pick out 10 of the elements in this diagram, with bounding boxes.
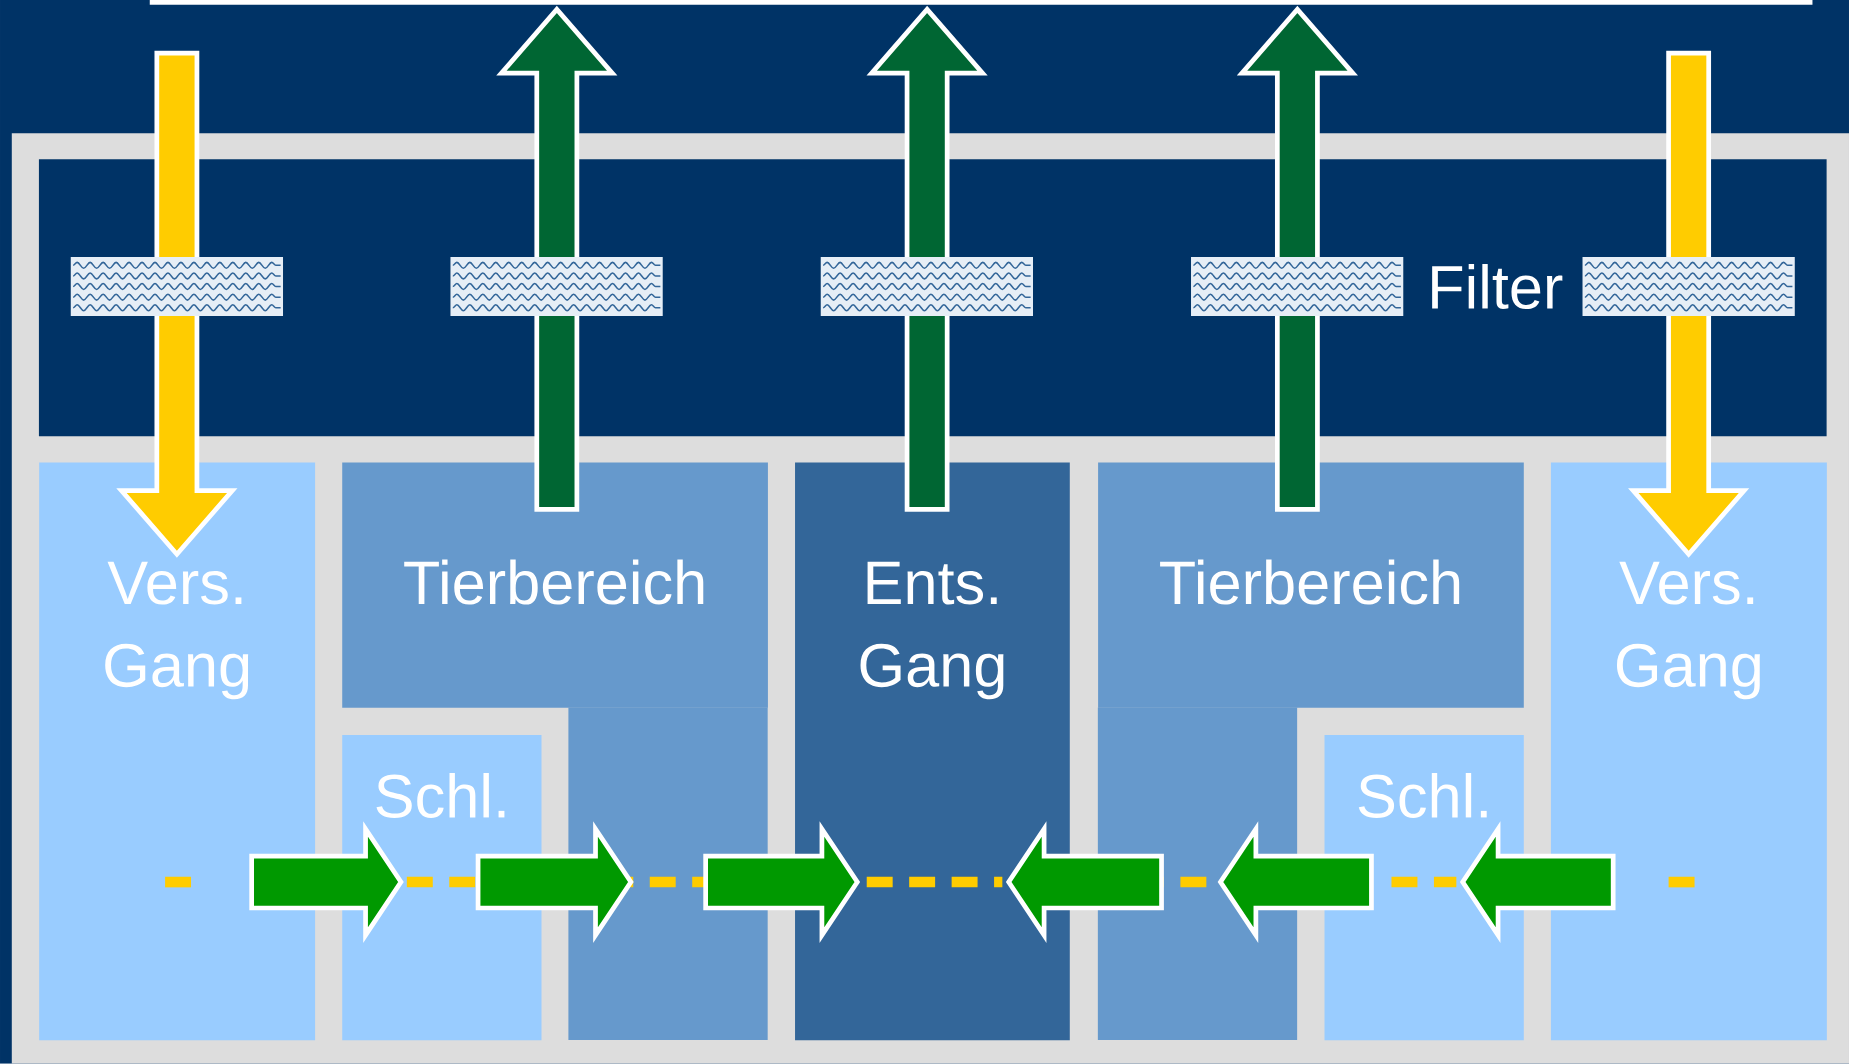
arrow (475, 821, 634, 944)
room: Vers. Gang (1550, 462, 1827, 1041)
room: Vers. Gang (39, 462, 316, 1041)
arrow (703, 821, 861, 944)
arrow (1459, 821, 1616, 944)
arrow (1217, 821, 1374, 944)
arrow (249, 821, 404, 944)
arrow (1005, 821, 1164, 944)
filter-label: Filter (1432, 264, 1563, 310)
room: Ents. Gang (795, 462, 1070, 1041)
